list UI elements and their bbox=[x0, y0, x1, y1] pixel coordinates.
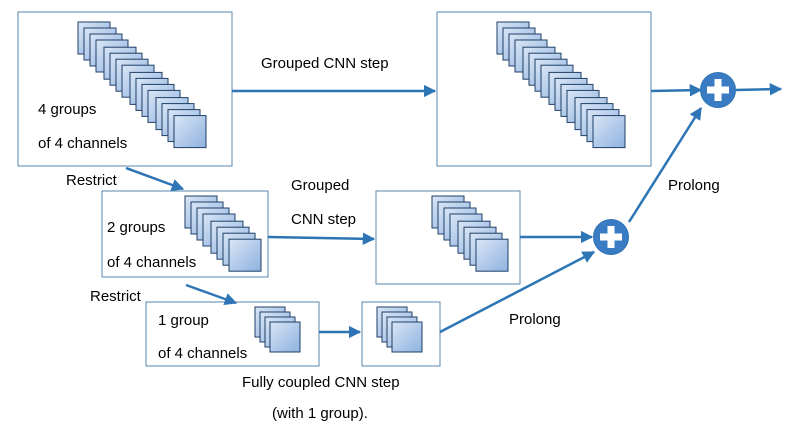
prolong-lower-label: Prolong bbox=[509, 311, 561, 328]
channel-square bbox=[592, 115, 626, 149]
arrow-restrict-2 bbox=[185, 283, 238, 306]
top-channels-label: of 4 channels bbox=[38, 135, 128, 152]
prolong-upper-label: Prolong bbox=[668, 177, 720, 194]
arrow-top-to-sum bbox=[650, 83, 703, 97]
channel-square bbox=[269, 321, 301, 353]
mid-channels-label: of 4 channels bbox=[107, 254, 197, 271]
channel-square bbox=[228, 238, 262, 272]
coarse-groups-label: 1 group bbox=[158, 312, 209, 329]
restrict-label-1: Restrict bbox=[66, 172, 117, 189]
channel-stack-icon bbox=[431, 195, 509, 272]
arrow-grouped-step-mid bbox=[267, 232, 376, 246]
channel-square bbox=[173, 115, 207, 149]
channel-stack-icon bbox=[376, 306, 423, 353]
channel-stack-icon bbox=[77, 21, 207, 149]
arrow-restrict-1 bbox=[125, 166, 185, 191]
arrow-sum-out bbox=[735, 83, 783, 96]
grouped-step-mid-label-2: CNN step bbox=[291, 211, 357, 228]
fully-coupled-label-1: Fully coupled CNN step bbox=[242, 374, 400, 391]
channel-stack-icon bbox=[254, 306, 301, 353]
fully-coupled-label-2: (with 1 group). bbox=[272, 405, 368, 422]
channel-square bbox=[391, 321, 423, 353]
grouped-step-top-label: Grouped CNN step bbox=[261, 55, 389, 72]
arrow-prolong-upper bbox=[627, 106, 703, 223]
channel-stack-icon bbox=[496, 21, 626, 149]
grouped-step-mid-label-1: Grouped bbox=[291, 177, 350, 194]
mid-groups-label: 2 groups bbox=[107, 219, 166, 236]
plus-circle-icon bbox=[700, 72, 736, 108]
arrow-prolong-lower bbox=[439, 250, 596, 334]
channel-square bbox=[475, 238, 509, 272]
plus-circle-icon bbox=[593, 219, 629, 255]
top-groups-label: 4 groups bbox=[38, 101, 97, 118]
channel-stack-icon bbox=[184, 195, 262, 272]
coarse-channels-label: of 4 channels bbox=[158, 345, 248, 362]
restrict-label-2: Restrict bbox=[90, 288, 141, 305]
